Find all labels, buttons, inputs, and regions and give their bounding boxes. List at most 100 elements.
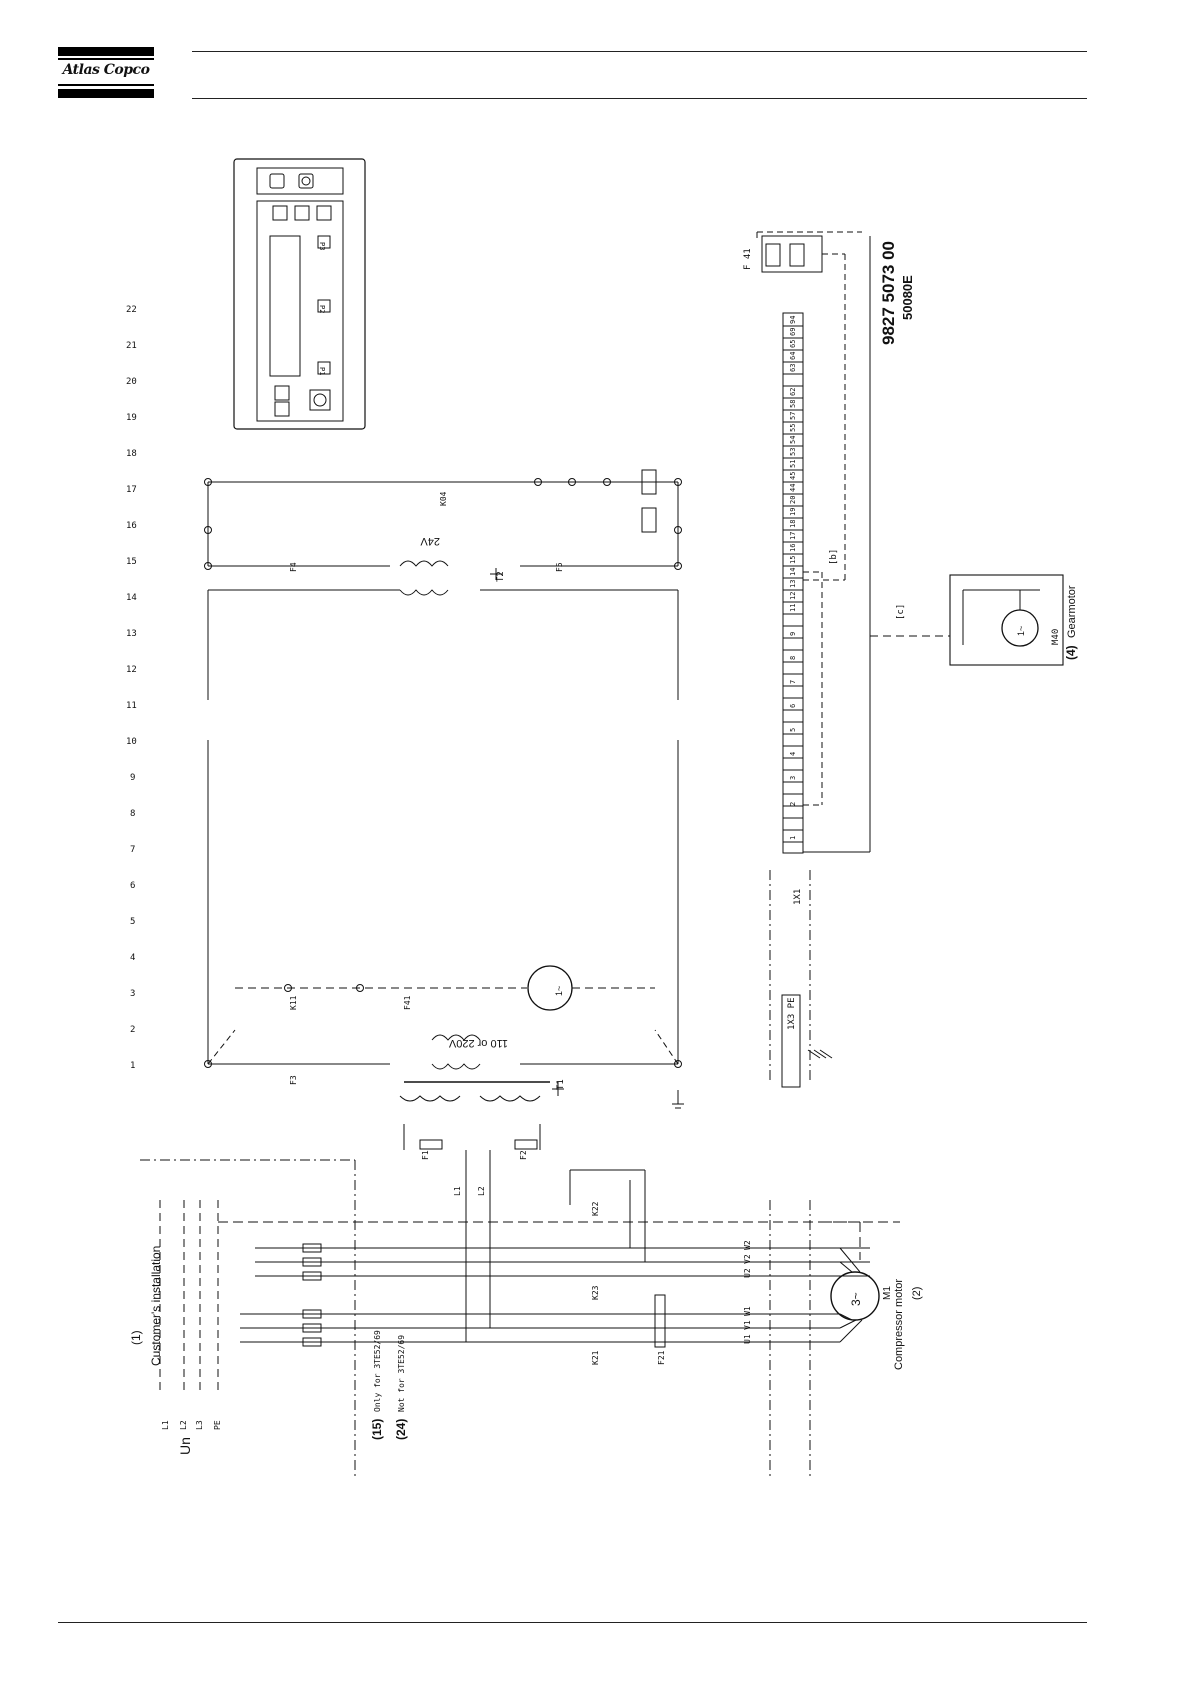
fuse-f2: F2 (519, 1150, 528, 1160)
customer-ref: (1) (129, 1330, 143, 1345)
terminal-number: 64 (789, 352, 797, 360)
control-circuit-24v (204, 469, 682, 1064)
wire-label: L1 (453, 1186, 462, 1196)
column-number: 7 (130, 845, 135, 855)
terminal-number: 57 (789, 412, 797, 420)
svg-text:P2: P2 (318, 305, 326, 313)
atlas-copco-logo: Atlas Copco (58, 47, 154, 98)
option-15-text: Only for 3TE52/69 (373, 1330, 382, 1412)
fan-symbol: 1~ (554, 986, 564, 996)
terminal-number: 16 (789, 544, 797, 552)
terminal-number: 2 (789, 802, 797, 806)
fuse-f41-label: F 41 (743, 248, 753, 270)
diagram-labels: 9827 5073 00 50080E Customer's installat… (129, 241, 1078, 1455)
terminal-numbers: 1 2 3 4 5 6 7 8 9 11 12 13 14 15 16 17 1… (789, 316, 797, 840)
wire-label: L2 (477, 1186, 486, 1196)
voltage-primary: 110 or 220V (448, 1037, 508, 1049)
column-number: 9 (130, 773, 135, 783)
column-number: 1 (130, 1061, 135, 1071)
gearmotor-symbol: 1~ (1016, 626, 1026, 636)
column-number: 20 (126, 377, 137, 387)
contactor-k04: K04 (439, 491, 448, 506)
phase-label: L3 (195, 1420, 204, 1430)
relay-f41: F41 (403, 995, 412, 1010)
phase-label: L1 (161, 1420, 170, 1430)
fuse-f4: F4 (289, 562, 298, 572)
control-panel (233, 158, 366, 430)
terminal-number: 65 (789, 340, 797, 348)
logo-text: Atlas Copco (62, 62, 150, 78)
terminal-number: 11 (789, 604, 797, 612)
phase-label: L2 (179, 1420, 188, 1430)
terminal-number: 12 (789, 592, 797, 600)
wire-label: W1 (743, 1306, 752, 1316)
fuse-f5: F5 (555, 562, 564, 572)
option-24-ref: (24) (394, 1419, 408, 1440)
terminal-number: 14 (789, 568, 797, 576)
wire-label: V2 (743, 1254, 752, 1264)
fuse-f3: F3 (289, 1075, 298, 1085)
motor-label: Compressor motor (893, 1279, 905, 1370)
header-rule-bottom (192, 98, 1087, 99)
column-number: 5 (130, 917, 135, 927)
header-rule-top (192, 51, 1087, 52)
svg-text:P3: P3 (318, 242, 326, 250)
terminal-number: 4 (789, 752, 797, 756)
terminal-number: 3 (789, 776, 797, 780)
column-number: 22 (126, 305, 137, 315)
footer-rule (58, 1622, 1087, 1623)
column-number: 2 (130, 1025, 135, 1035)
gearmotor-ref: (4) (1064, 645, 1078, 660)
marker-b: [b] (829, 549, 839, 565)
pe-strip-label: 1X3 PE (787, 997, 797, 1030)
relay-f21: F21 (657, 1350, 666, 1365)
column-number: 11 (126, 701, 137, 711)
terminal-number: 51 (789, 460, 797, 468)
terminal-number: 62 (789, 388, 797, 396)
fan-circuit (204, 965, 684, 1150)
motor-ref: (2) (911, 1287, 923, 1300)
terminal-strip-1x1 (769, 236, 871, 1080)
wire-label: W2 (743, 1240, 752, 1250)
document-number: 9827 5073 00 (879, 241, 898, 345)
motor-symbol: 3~ (849, 1292, 863, 1306)
terminal-number: 54 (789, 436, 797, 444)
column-number: 8 (130, 809, 135, 819)
fuse-f41 (756, 231, 950, 637)
terminal-number: 53 (789, 448, 797, 456)
column-number: 18 (126, 449, 137, 459)
terminal-number: 19 (789, 508, 797, 516)
contactor-k21: K21 (591, 1350, 600, 1365)
terminal-number: 44 (789, 484, 797, 492)
column-number: 19 (126, 413, 137, 423)
motor-id: M1 (882, 1286, 893, 1300)
svg-text:P1: P1 (318, 367, 326, 375)
customer-installation-label: Customer's installation (149, 1246, 163, 1366)
terminal-number: 45 (789, 472, 797, 480)
terminal-number: 15 (789, 556, 797, 564)
gearmotor-box (949, 574, 1064, 666)
column-number: 4 (130, 953, 135, 963)
terminal-number: 63 (789, 364, 797, 372)
column-number: 15 (126, 557, 137, 567)
terminal-number: 58 (789, 400, 797, 408)
terminal-number: 94 (789, 316, 797, 324)
fuse-f1: F1 (421, 1150, 430, 1160)
wire-label: U1 (743, 1334, 752, 1344)
wire-label: V1 (743, 1320, 752, 1330)
column-number: 14 (126, 593, 137, 603)
power-circuit (140, 1150, 900, 1480)
terminal-number: 8 (789, 656, 797, 660)
terminal-number: 7 (789, 680, 797, 684)
option-24-text: Not for 3TE52/69 (397, 1335, 406, 1412)
column-number: 13 (126, 629, 137, 639)
transformer-t2: T2 (496, 571, 506, 582)
terminal-number: 20 (789, 496, 797, 504)
transformer-t1: T1 (556, 1079, 566, 1090)
panel-key-labels: P3 P2 P1 (318, 242, 326, 375)
voltage-secondary: 24V (420, 535, 440, 547)
gearmotor-label: Gearmotor (1066, 585, 1078, 638)
terminal-number: 18 (789, 520, 797, 528)
column-number: 6 (130, 881, 135, 891)
